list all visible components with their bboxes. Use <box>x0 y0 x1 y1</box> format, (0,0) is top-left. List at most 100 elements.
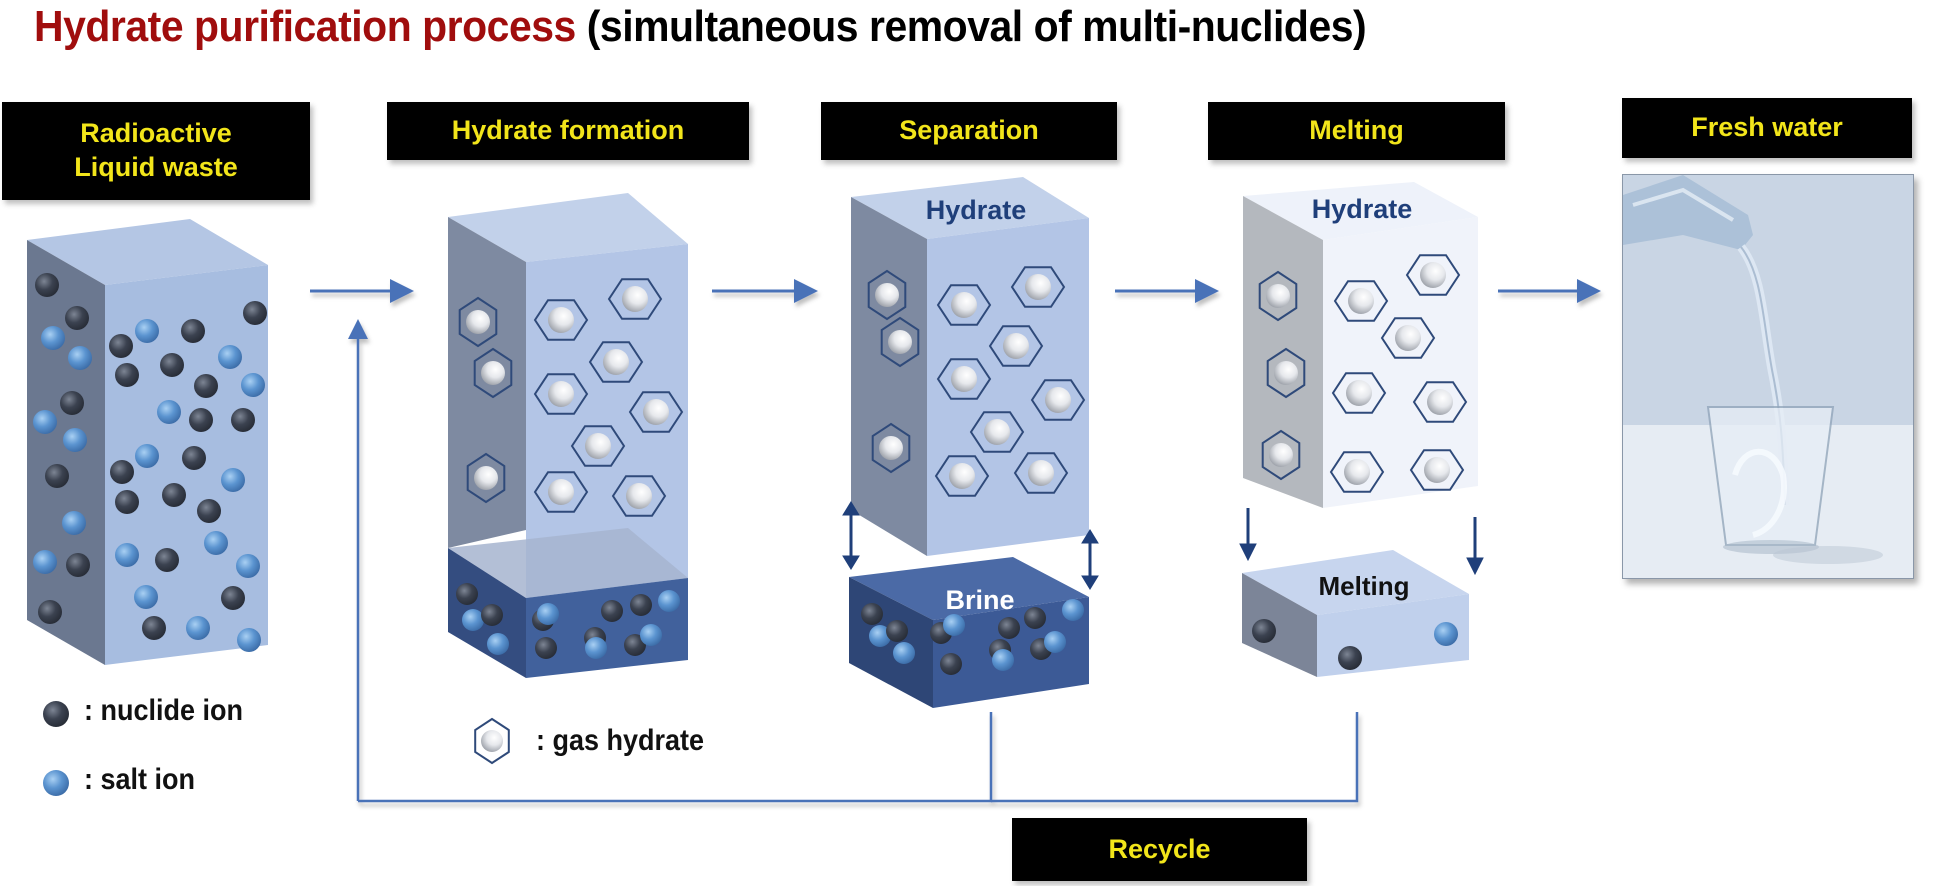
gas-hydrate-cage <box>1409 449 1465 491</box>
gas-molecule <box>1025 274 1051 300</box>
gas-molecule <box>1424 457 1450 483</box>
nuclide-ion <box>182 446 206 470</box>
waste-block-left <box>27 240 105 665</box>
melting-water-top <box>1242 550 1469 615</box>
brine-label: Brine <box>945 585 1014 615</box>
waste-particles <box>33 273 267 652</box>
gas-molecule <box>603 349 629 375</box>
gas-molecule <box>548 479 574 505</box>
gas-hydrate-cage <box>936 358 992 400</box>
salt-ion <box>68 346 92 370</box>
gas-hydrate-cage <box>1266 347 1306 399</box>
gas-molecule <box>474 466 498 490</box>
step-label-hydrate-formation: Hydrate formation <box>387 102 749 160</box>
separation-top-face <box>851 177 1089 239</box>
title-sub: (simultaneous removal of multi-nuclides) <box>586 2 1367 51</box>
recycle-text: Recycle <box>1108 833 1211 864</box>
melting-top-face <box>1243 182 1478 240</box>
salt-ion <box>33 550 57 574</box>
recycle-line-melting <box>991 712 1359 803</box>
gas-molecule <box>1420 262 1446 288</box>
separation-left-face <box>851 197 927 556</box>
legend-salt: : salt ion <box>84 763 196 796</box>
gas-molecule <box>1427 389 1453 415</box>
nuclide-ion <box>940 653 962 675</box>
salt-ion <box>135 319 159 343</box>
gas-molecule <box>548 381 574 407</box>
salt-ion <box>241 373 265 397</box>
nuclide-ion <box>221 586 245 610</box>
nuclide-ion <box>109 334 133 358</box>
salt-ion <box>585 637 607 659</box>
nuclide-ion <box>60 391 84 415</box>
gas-hydrate-cage <box>473 347 513 399</box>
gas-molecule <box>1028 460 1054 486</box>
fresh-water-photo <box>1622 174 1914 579</box>
nuclide-ion <box>155 548 179 572</box>
gas-hydrate-cage <box>1412 381 1468 423</box>
formation-block-front <box>526 244 688 598</box>
nuclide-ion <box>66 553 90 577</box>
nuclide-ion <box>861 603 883 625</box>
salt-ion <box>893 642 915 664</box>
separation-double-arrows <box>842 501 1099 590</box>
gas-hydrate-legend-icon <box>474 717 510 765</box>
flow-arrows <box>310 279 1601 803</box>
nuclide-ion <box>630 594 652 616</box>
nuclide-ion <box>45 464 69 488</box>
nuclide-ion <box>115 363 139 387</box>
salt-legend-icon <box>43 770 69 796</box>
gas-molecule <box>1348 288 1374 314</box>
gas-hydrate-cage <box>533 471 589 513</box>
gas-molecule <box>1045 387 1071 413</box>
gas-molecule <box>984 419 1010 445</box>
gas-hydrate-cage <box>458 296 498 348</box>
gas-molecule <box>949 463 975 489</box>
nuclide-legend-icon <box>43 701 69 727</box>
step-label-text: Melting <box>1309 115 1404 146</box>
gas-hydrate-cage <box>588 341 644 383</box>
step-label-radioactive-waste: Radioactive Liquid waste <box>2 102 310 200</box>
salt-ion <box>1434 622 1458 646</box>
salt-ion <box>41 326 65 350</box>
melting-water-label: Melting <box>1319 571 1410 601</box>
gas-molecule <box>466 310 490 334</box>
gas-hydrate-cage <box>969 411 1025 453</box>
recycle-label: Recycle <box>1012 818 1307 881</box>
gas-hydrate-cage <box>934 455 990 497</box>
nuclide-ion <box>181 319 205 343</box>
salt-ion <box>218 345 242 369</box>
gas-hydrate-cage <box>988 325 1044 367</box>
gas-hydrate-cage <box>533 299 589 341</box>
separation-particles <box>861 266 1086 675</box>
nuclide-ion <box>1338 646 1362 670</box>
step-label-separation: Separation <box>821 102 1117 160</box>
nuclide-ion <box>886 620 908 642</box>
gas-hydrate-cage <box>628 391 684 433</box>
melting-front-face <box>1323 217 1478 508</box>
nuclide-ion <box>1252 619 1276 643</box>
gas-hydrate-cage <box>867 269 907 321</box>
salt-ion <box>236 554 260 578</box>
formation-particles <box>456 278 684 659</box>
gas-molecule <box>875 283 899 307</box>
salt-ion <box>943 614 965 636</box>
gas-hydrate-cage <box>1329 451 1385 493</box>
salt-ion <box>186 616 210 640</box>
salt-ion <box>134 585 158 609</box>
nuclide-ion <box>1024 607 1046 629</box>
gas-hydrate-cage <box>474 717 510 765</box>
waste-block-top <box>27 219 268 285</box>
gas-molecule <box>585 433 611 459</box>
nuclide-ion <box>998 617 1020 639</box>
gas-molecule <box>1346 380 1372 406</box>
salt-ion <box>462 609 484 631</box>
gas-hydrate-cage <box>1261 429 1301 481</box>
gas-molecule <box>626 483 652 509</box>
salt-ion <box>237 628 261 652</box>
salt-ion <box>992 649 1014 671</box>
gas-molecule <box>951 292 977 318</box>
nuclide-ion <box>535 637 557 659</box>
separation-front-face <box>927 218 1089 556</box>
salt-ion <box>640 624 662 646</box>
